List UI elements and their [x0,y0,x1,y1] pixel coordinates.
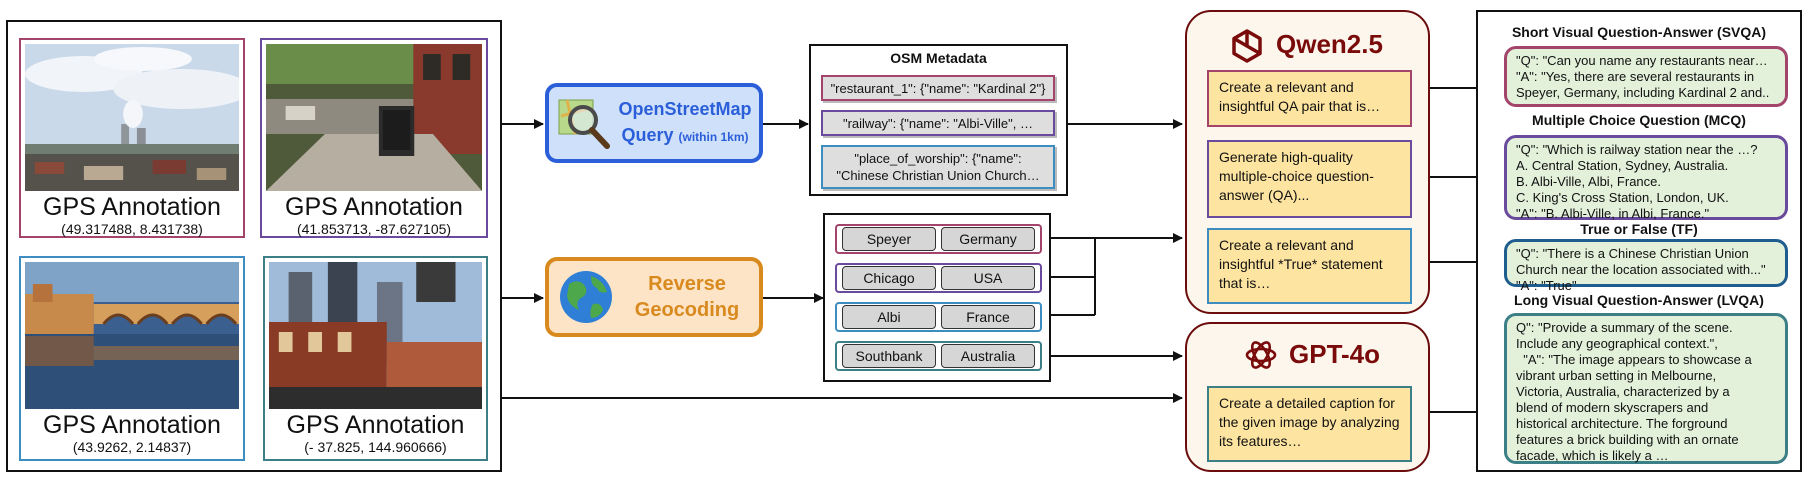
city-cell: Speyer [842,227,936,251]
magnifier-map-icon [558,99,610,149]
geocoding-row: Speyer Germany [835,224,1042,254]
lvqa-title: Long Visual Question-Answer (LVQA) [1514,292,1764,308]
gps-coordinates: (- 37.825, 144.960666) [304,439,447,455]
reverse-geocoding-box: Reverse Geocoding [545,257,763,337]
globe-icon [560,271,612,323]
osm-metadata-title: OSM Metadata [890,50,987,66]
osm-query-title: OpenStreetMap [618,99,752,119]
tf-title: True or False (TF) [1580,221,1698,237]
gps-coordinates: (41.853713, -87.627105) [296,221,452,237]
prompt-mcq: Generate high-quality multiple-choice qu… [1207,140,1412,218]
city-cell: Albi [842,305,936,329]
lvqa-output: Q": "Provide a summary of the scene. Inc… [1504,313,1788,464]
gps-annotation-title: GPS Annotation [286,411,465,439]
sidewalk-photo [266,44,482,191]
osm-query-box: OpenStreetMap Query (within 1km) [545,83,763,163]
geocoding-row: Southbank Australia [835,341,1042,371]
bridge-river-photo [25,262,239,409]
geocoding-results-panel: Speyer Germany Chicago USA Albi France S… [823,213,1051,382]
arrow-geo-merge-to-qwen [1041,238,1182,316]
image-card-2: GPS Annotation (41.853713, -87.627105) [260,38,488,238]
gpt-model-box: GPT-4o Create a detailed caption for the… [1185,322,1430,472]
country-cell: France [941,305,1035,329]
reverse-geocoding-title: Reverse [648,273,726,295]
gps-coordinates: (43.9262, 2.14837) [72,439,192,455]
image-card-4: GPS Annotation (- 37.825, 144.960666) [263,256,488,461]
geocoding-row: Albi France [835,302,1042,332]
city-cell: Southbank [842,344,936,368]
mcq-output: "Q": "Which is railway station near the … [1504,135,1788,221]
qwen-model-box: Qwen2.5 Create a relevant and insightful… [1185,10,1430,314]
osm-radius-note: (within 1km) [678,130,749,144]
gps-coordinates: (49.317488, 8.431738) [61,221,203,237]
tf-output: "Q": "There is a Chinese Christian Union… [1504,239,1788,293]
geocoding-row: Chicago USA [835,263,1042,293]
gps-annotation-title: GPS Annotation [285,193,463,221]
gps-annotation-title: GPS Annotation [43,193,221,221]
svqa-title: Short Visual Question-Answer (SVQA) [1511,24,1767,40]
city-cell: Chicago [842,266,936,290]
image-card-3: GPS Annotation (43.9262, 2.14837) [19,256,245,461]
osm-query-subtitle: Query [621,125,674,145]
melbourne-street-photo [269,262,482,409]
prompt-svqa: Create a relevant and insightful QA pair… [1207,70,1412,127]
metadata-item-restaurant: "restaurant_1": {"name": "Kardinal 2"} [821,75,1055,101]
reverse-geocoding-subtitle: Geocoding [634,299,740,321]
gps-annotation-title: GPS Annotation [43,411,221,439]
prompt-caption: Create a detailed caption for the given … [1207,386,1412,462]
osm-metadata-panel: OSM Metadata "restaurant_1": {"name": "K… [809,44,1068,196]
metadata-item-place-of-worship: "place_of_worship": {"name": "Chinese Ch… [821,145,1055,189]
svqa-output: "Q": "Can you name any restaurants near…… [1504,46,1788,107]
gpt-model-name: GPT-4o [1289,339,1381,369]
openai-logo-icon [1245,341,1277,369]
qwen-model-name: Qwen2.5 [1276,29,1383,59]
prompt-true-false: Create a relevant and insightful *True* … [1207,228,1412,304]
qwen-logo-icon [1232,29,1262,63]
country-cell: USA [941,266,1035,290]
city-skyline-photo [25,44,239,191]
metadata-item-railway: "railway": {"name": "Albi-Ville", … [821,110,1055,136]
image-card-1: GPS Annotation (49.317488, 8.431738) [19,38,245,238]
country-cell: Germany [941,227,1035,251]
country-cell: Australia [941,344,1035,368]
mcq-title: Multiple Choice Question (MCQ) [1532,112,1746,128]
